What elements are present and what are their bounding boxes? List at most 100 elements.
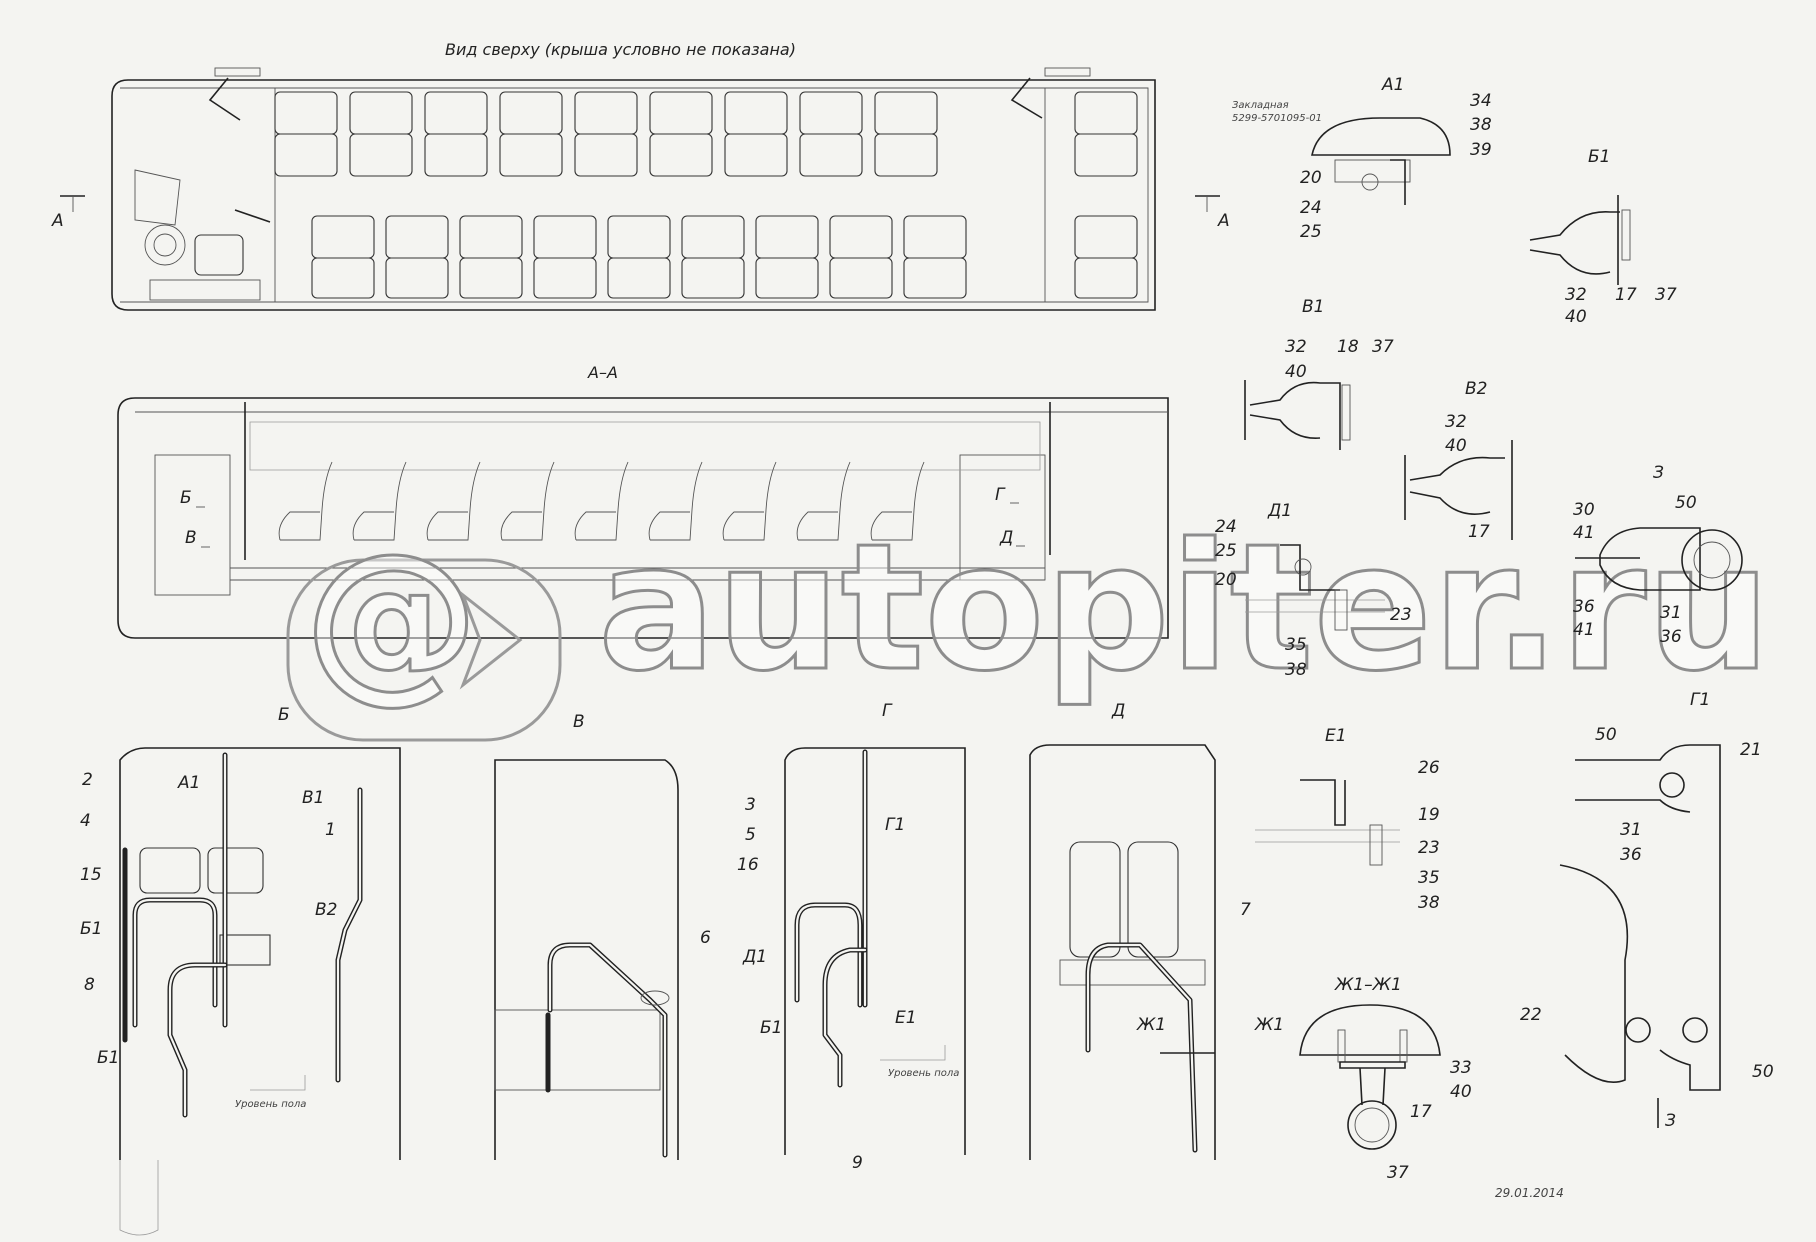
seat-top-row2 <box>274 133 338 177</box>
seat-side <box>722 461 777 541</box>
callout-31-g1: 31 <box>1620 820 1642 840</box>
callout-3: 3 <box>745 795 756 815</box>
seat-top-row3 <box>385 215 449 259</box>
seat-side <box>352 461 407 541</box>
callout-20: 20 <box>1300 168 1322 188</box>
seat-top-row3 <box>829 215 893 259</box>
seat-top-rear <box>1074 91 1138 135</box>
view-b-floor-label: Уровень пола <box>235 1099 306 1110</box>
seat-top-row3 <box>459 215 523 259</box>
arrow-label-v: В <box>185 528 197 548</box>
seat-top-row2 <box>649 133 713 177</box>
callout-21: 21 <box>1740 740 1762 760</box>
callout-v1: В1 <box>302 788 324 808</box>
detail-b1: Б1 32 40 17 37 <box>1529 147 1677 327</box>
callout-32-v2: 32 <box>1445 412 1467 432</box>
seat-top-row4 <box>311 257 375 299</box>
callout-35-e1: 35 <box>1418 868 1440 888</box>
callout-a1: А1 <box>177 773 200 793</box>
detail-z: З 30 41 50 36 41 31 36 <box>1573 463 1743 647</box>
view-v: В 6 <box>494 712 711 1160</box>
callout-26: 26 <box>1418 758 1440 778</box>
seat-top-rear <box>1074 215 1138 259</box>
side-section: А–А Б В Г Д <box>117 363 1169 639</box>
seat-top-row4 <box>607 257 671 299</box>
seat-top-row1 <box>274 91 338 135</box>
callout-37: 37 <box>1655 285 1677 305</box>
callout-37-zh1: 37 <box>1387 1163 1409 1183</box>
callout-36-z: 36 <box>1573 597 1595 617</box>
callout-40-v2: 40 <box>1445 436 1467 456</box>
seat-top-row3 <box>533 215 597 259</box>
section-zh1: Ж1–Ж1 33 40 17 37 <box>1299 975 1472 1183</box>
callout-40-zh1: 40 <box>1450 1082 1472 1102</box>
detail-a1: А1 Закладная 5299-5701095-01 34 38 39 20… <box>1232 75 1492 242</box>
callout-1: 1 <box>325 820 336 840</box>
seat-top-row4 <box>681 257 745 299</box>
callout-4: 4 <box>80 811 91 831</box>
callout-17-zh1: 17 <box>1410 1102 1432 1122</box>
callout-36-g1: 36 <box>1620 845 1642 865</box>
seat-side <box>500 461 555 541</box>
callout-5: 5 <box>745 825 756 845</box>
view-g-title: Г <box>882 701 893 721</box>
seat-side <box>426 461 481 541</box>
callout-35-d1: 35 <box>1285 635 1307 655</box>
callout-50-z: 50 <box>1675 493 1697 513</box>
seat-top-rear <box>1074 257 1138 299</box>
seat-top-row1 <box>724 91 788 135</box>
view-d: Д 7 Ж1 Ж1 <box>1029 701 1284 1160</box>
callout-2: 2 <box>82 770 93 790</box>
callout-22: 22 <box>1520 1005 1542 1025</box>
callout-6: 6 <box>700 928 711 948</box>
detail-v2-title: В2 <box>1465 379 1487 399</box>
detail-b1-title: Б1 <box>1588 147 1610 167</box>
seat-top-row1 <box>349 91 413 135</box>
callout-36-z-lower: 36 <box>1660 627 1682 647</box>
seat-top-row1 <box>799 91 863 135</box>
seat-top-row1 <box>649 91 713 135</box>
callout-41: 41 <box>1573 523 1595 543</box>
callout-g1: Г1 <box>885 815 905 835</box>
callout-40-v1: 40 <box>1285 362 1307 382</box>
view-g: Г Уровень пола 3 5 16 Д1 Б1 Г1 Е1 9 <box>737 701 966 1173</box>
arrow-label-b: Б <box>180 488 192 508</box>
callout-31-z: 31 <box>1660 603 1682 623</box>
callout-25-d1: 25 <box>1215 541 1237 561</box>
view-v-title: В <box>573 712 585 732</box>
view-b: Б Уровень пола 2 4 15 Б1 8 Б1 А1 В1 1 В2 <box>80 705 401 1236</box>
callout-38: 38 <box>1470 115 1492 135</box>
callout-19: 19 <box>1418 805 1440 825</box>
seat-side <box>278 461 333 541</box>
seat-top-row4 <box>755 257 819 299</box>
seat-top-row4 <box>903 257 967 299</box>
seat-top-row2 <box>724 133 788 177</box>
callout-32: 32 <box>1565 285 1587 305</box>
callout-16: 16 <box>737 855 759 875</box>
detail-a1-note-2: 5299-5701095-01 <box>1232 113 1322 124</box>
top-view: Вид сверху (крыша условно не показана) А… <box>51 40 1230 311</box>
callout-39: 39 <box>1470 140 1492 160</box>
detail-g1-title: Г1 <box>1690 690 1710 710</box>
seat-top-row2 <box>799 133 863 177</box>
callout-b1: Б1 <box>80 919 102 939</box>
detail-zh1-title: Ж1–Ж1 <box>1334 975 1402 995</box>
callout-d1: Д1 <box>742 947 767 967</box>
seat-top-rear <box>1074 133 1138 177</box>
seat-top-row2 <box>349 133 413 177</box>
callout-v2: В2 <box>315 900 337 920</box>
detail-d1: Д1 24 25 20 23 35 38 <box>1215 501 1412 680</box>
seat-top-row4 <box>533 257 597 299</box>
seat-top-row4 <box>385 257 449 299</box>
callout-20-d1: 20 <box>1215 570 1237 590</box>
seat-top-row3 <box>755 215 819 259</box>
seat-top-row4 <box>829 257 893 299</box>
date-stamp: 29.01.2014 <box>1495 1186 1564 1200</box>
callout-15: 15 <box>80 865 102 885</box>
arrow-label-g: Г <box>995 485 1006 505</box>
callout-24-d1: 24 <box>1215 517 1237 537</box>
seat-top-row3 <box>903 215 967 259</box>
passenger-seats-top <box>274 91 1138 299</box>
seat-top-row2 <box>424 133 488 177</box>
callout-18: 18 <box>1337 337 1359 357</box>
